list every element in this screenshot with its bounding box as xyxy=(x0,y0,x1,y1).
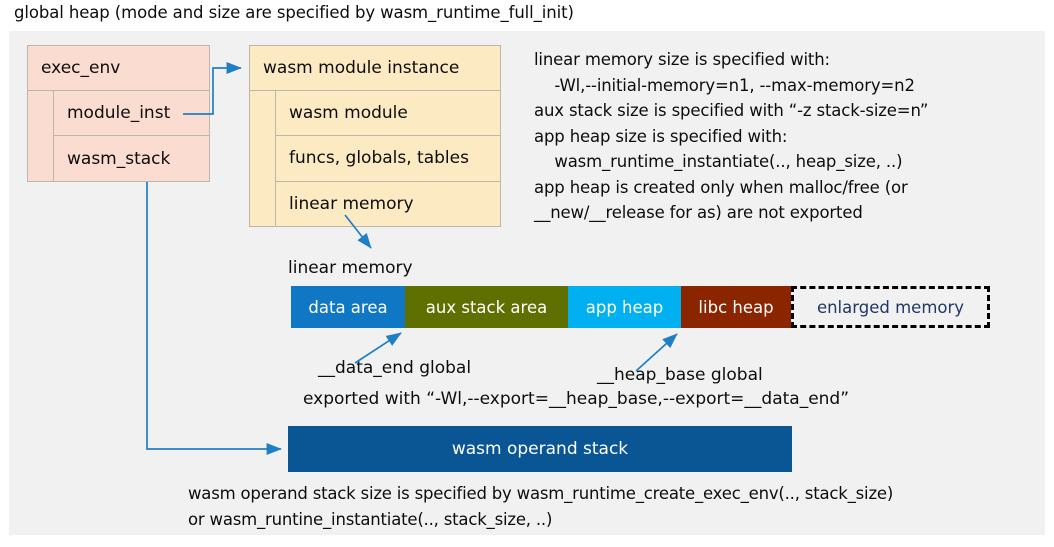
exec-env-row-wasm-stack: wasm_stack xyxy=(67,148,171,169)
exported-with-label: exported with “-Wl,--export=__heap_base,… xyxy=(303,389,850,409)
module-instance-row-funcs-globals-tables: funcs, globals, tables xyxy=(276,136,500,182)
page-title: global heap (mode and size are specified… xyxy=(14,3,574,22)
module-instance-rows: wasm module funcs, globals, tables linea… xyxy=(276,91,500,227)
memory-segment-aux-stack-area: aux stack area xyxy=(405,286,568,328)
module-instance-body: wasm module funcs, globals, tables linea… xyxy=(250,91,500,227)
module-instance-row-linear-memory: linear memory xyxy=(289,194,414,215)
module-instance-row-wasm-module: wasm module xyxy=(276,91,500,137)
exec-env-gutter xyxy=(28,91,54,181)
exec-env-header: exec_env xyxy=(28,46,209,91)
wasm-operand-stack-bar: wasm operand stack xyxy=(288,426,792,472)
memory-segment-data-area: data area xyxy=(291,286,405,328)
operand-stack-note: wasm operand stack size is specified by … xyxy=(188,484,894,529)
heap-base-global-label: __heap_base global xyxy=(597,365,763,385)
module-instance-header: wasm module instance xyxy=(250,46,500,91)
exec-env-row-module-inst: module_inst xyxy=(54,91,209,136)
exec-env-box: exec_env module_inst wasm_stack xyxy=(27,45,210,182)
memory-segment-app-heap: app heap xyxy=(568,286,681,328)
memory-segment-enlarged-memory: enlarged memory xyxy=(791,286,990,328)
linear-memory-label: linear memory xyxy=(288,258,413,278)
data-end-global-label: __data_end global xyxy=(318,358,472,378)
memory-segment-libc-heap: libc heap xyxy=(681,286,791,328)
module-instance-gutter xyxy=(250,91,276,227)
linear-memory-bar: data area aux stack area app heap libc h… xyxy=(291,286,990,328)
wasm-module-instance-box: wasm module instance wasm module funcs, … xyxy=(249,45,501,227)
exec-env-body: module_inst wasm_stack xyxy=(28,91,209,181)
configuration-notes: linear memory size is specified with: -W… xyxy=(534,50,929,222)
exec-env-rows: module_inst wasm_stack xyxy=(54,91,209,181)
